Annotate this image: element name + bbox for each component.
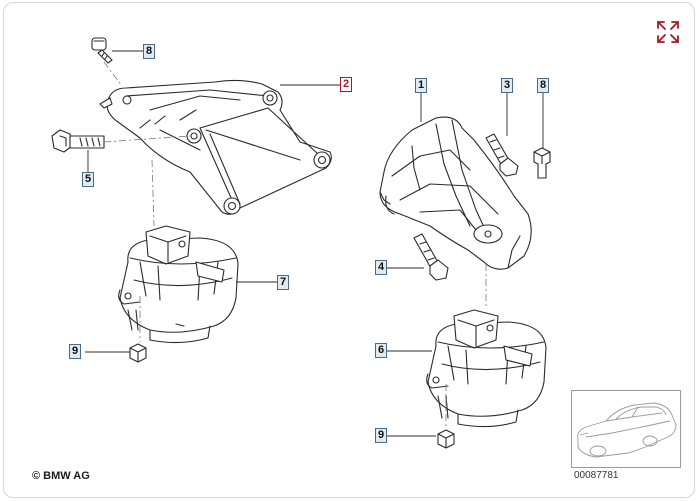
callout-8-right[interactable]: 8 [537, 78, 549, 93]
callout-4[interactable]: 4 [375, 260, 387, 275]
bolt-8-right-part [533, 147, 551, 179]
nut-9-left-part [127, 309, 147, 363]
callout-2[interactable]: 2 [340, 77, 352, 92]
leader-lines [85, 50, 544, 437]
nut-9-right-part [437, 395, 455, 449]
copyright-text: © BMW AG [32, 470, 90, 482]
callout-5[interactable]: 5 [82, 172, 94, 187]
engine-mount-7-part [118, 225, 239, 344]
callout-9-left[interactable]: 9 [69, 344, 81, 359]
callout-3[interactable]: 3 [501, 78, 513, 93]
engine-mount-6-part [426, 309, 547, 428]
bolt-3-part [485, 133, 519, 177]
callout-6[interactable]: 6 [375, 343, 387, 358]
bolt-4-part [413, 233, 449, 281]
assembly-axes [103, 61, 487, 428]
vehicle-thumbnail[interactable] [571, 390, 681, 468]
callout-1[interactable]: 1 [415, 78, 427, 93]
expand-arrows-icon[interactable] [656, 20, 680, 44]
bracket-1-part [379, 116, 532, 270]
bolt-8-left-part [91, 37, 113, 64]
car-thumbnail-icon [577, 402, 677, 458]
bracket-2-part [99, 79, 332, 215]
diagram-reference-number: 00087781 [574, 470, 619, 481]
bolt-5-part [51, 129, 105, 153]
callout-9-right[interactable]: 9 [375, 428, 387, 443]
callout-7[interactable]: 7 [277, 275, 289, 290]
callout-8-left[interactable]: 8 [143, 44, 155, 59]
